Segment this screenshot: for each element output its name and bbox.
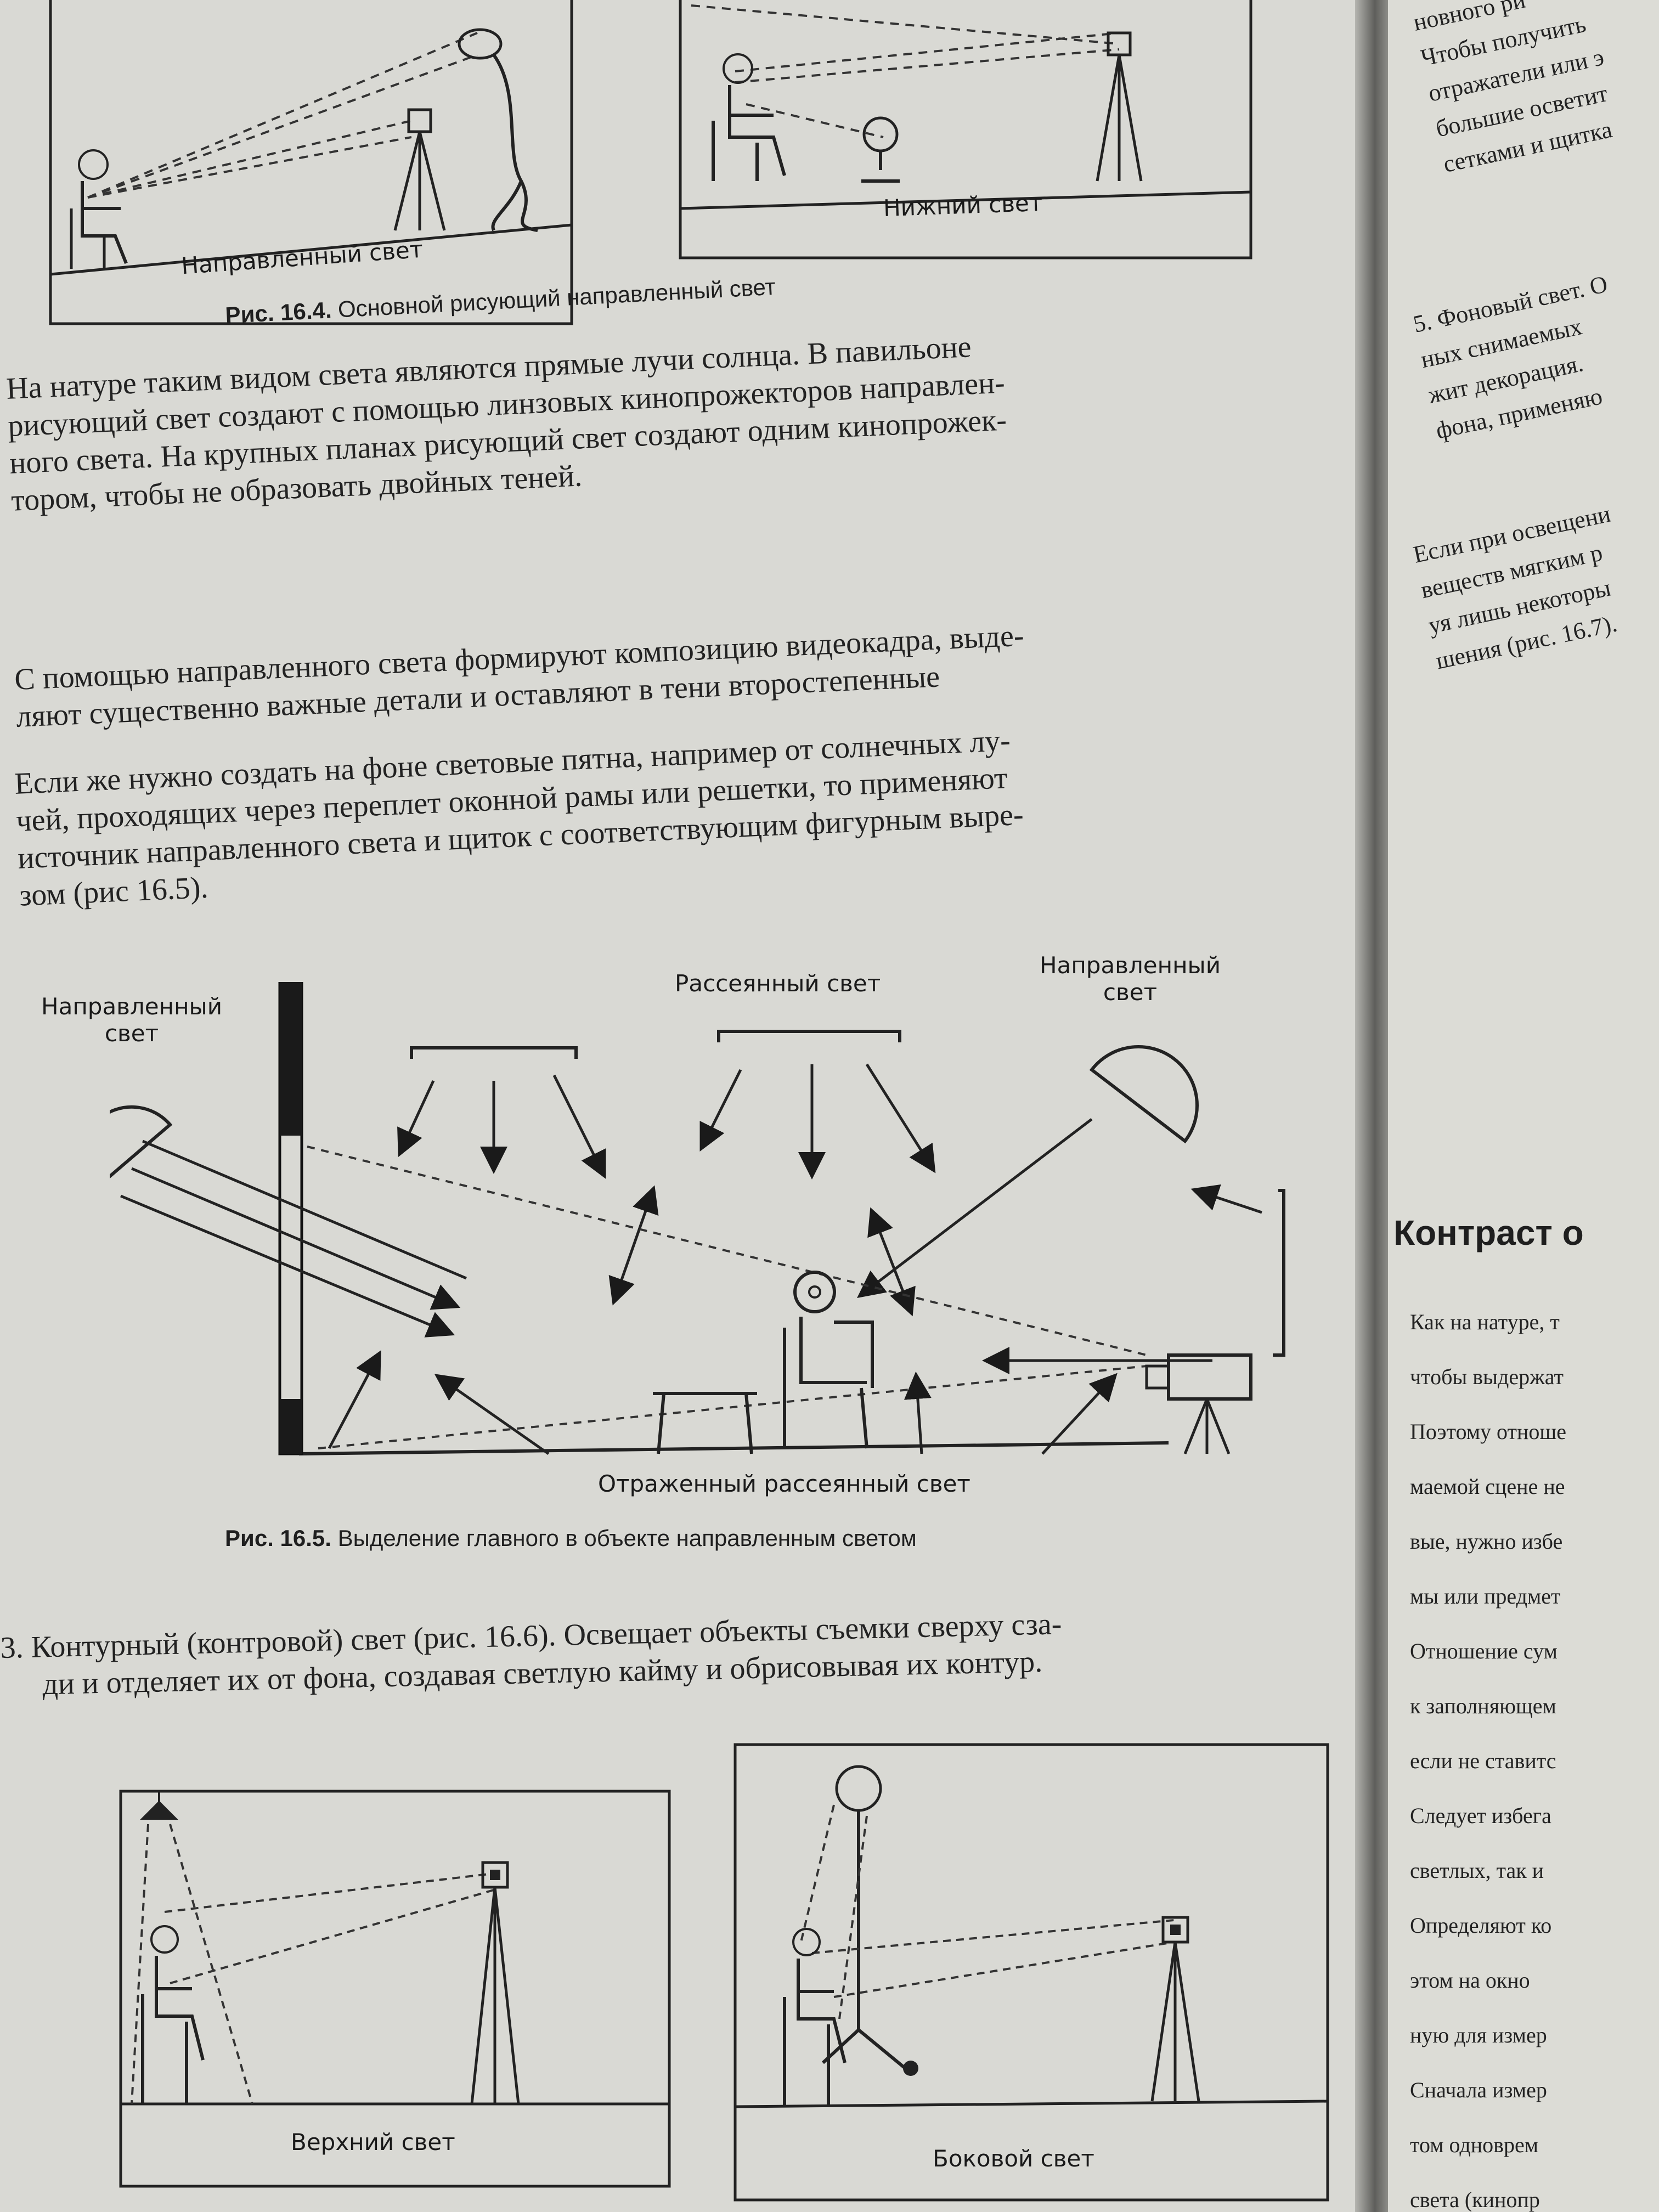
figure-16-4-left-drawing xyxy=(49,0,573,325)
list-item-3-number: 3. xyxy=(0,1630,24,1665)
figure-16-5-caption-number: Рис. 16.5. xyxy=(225,1525,331,1551)
figure-16-4-caption-number: Рис. 16.4. xyxy=(224,297,332,329)
figure-16-5-drawing xyxy=(110,982,1285,1455)
right-page-bottom-text: Как на натуре, т чтобы выдержат Поэтому … xyxy=(1410,1295,1566,2212)
label-line: свет xyxy=(1103,979,1158,1006)
figure-16-5-label-reflected: Отраженный рассеянный свет xyxy=(598,1470,970,1497)
label-line: Направленный xyxy=(1040,952,1221,979)
right-page-line: к заполняющем xyxy=(1410,1694,1556,1718)
right-page-line: мы или предмет xyxy=(1410,1584,1561,1609)
book-gutter xyxy=(1355,0,1388,2212)
paragraph-light-spots: Если же нужно создать на фоне световые п… xyxy=(14,721,1026,915)
right-page-item-5: 5. Фоновый свет. О ных снимаемых жит дек… xyxy=(1410,266,1633,449)
label-line: Направленный xyxy=(41,993,222,1020)
right-page: новного ри Чтобы получить отражатели или… xyxy=(1388,0,1659,2212)
right-page-line: маемой сцене не xyxy=(1410,1474,1565,1499)
figure-16-6-left-label: Верхний свет xyxy=(291,2129,455,2155)
right-page-line: Как на натуре, т xyxy=(1410,1310,1560,1334)
right-page-line: вые, нужно избе xyxy=(1410,1529,1563,1554)
figure-16-6-right-label: Боковой свет xyxy=(933,2145,1094,2172)
right-page-line: Поэтому отноше xyxy=(1410,1419,1566,1444)
right-page-line: Сначала измер xyxy=(1410,2078,1547,2102)
label-line: свет xyxy=(104,1020,159,1047)
right-page-line: светлых, так и xyxy=(1410,1858,1544,1883)
figure-16-5 xyxy=(110,982,1317,1503)
figure-16-4-right-label: Нижний свет xyxy=(883,189,1043,222)
figure-16-6-left-drawing xyxy=(119,1790,671,2188)
figure-16-6-right-drawing xyxy=(733,1743,1329,2202)
right-page-line: чтобы выдержат xyxy=(1410,1364,1564,1389)
figure-16-4-left-panel: Направленный свет xyxy=(27,0,576,335)
figure-16-5-label-directed-left: Направленный свет xyxy=(38,993,225,1047)
figure-16-5-label-diffuse: Рассеянный свет xyxy=(675,970,881,997)
right-page-line: света (кинопр xyxy=(1410,2187,1540,2212)
figure-16-5-caption-text: Выделение главного в объекте направленны… xyxy=(331,1525,917,1551)
right-page-top-text: новного ри Чтобы получить отражатели или… xyxy=(1410,0,1622,183)
right-page-heading: Контраст о xyxy=(1393,1213,1584,1252)
figure-16-6-left-panel: Верхний свет xyxy=(110,1786,686,2192)
right-page-line: том одноврем xyxy=(1410,2132,1539,2157)
figure-16-5-label-directed-right: Направленный свет xyxy=(1020,952,1240,1006)
paragraph-composition: С помощью направленного света формируют … xyxy=(14,617,1026,736)
paragraph-directed-light: На натуре таким видом света являются пря… xyxy=(5,327,1009,520)
right-page-line: этом на окно xyxy=(1410,1968,1530,1993)
figure-16-4-right-panel: Нижний свет xyxy=(664,0,1267,263)
figure-16-5-caption: Рис. 16.5. Выделение главного в объекте … xyxy=(225,1525,917,1551)
right-page-line: Определяют ко xyxy=(1410,1913,1552,1938)
figure-16-4-right-drawing xyxy=(679,0,1252,259)
list-item-3: 3. Контурный (контровой) свет (рис. 16.6… xyxy=(0,1605,1063,1704)
right-page-item-5-continued: Если при освещени веществ мягким р уя ли… xyxy=(1410,496,1637,679)
right-page-line: ную для измер xyxy=(1410,2023,1547,2047)
right-page-line: Следует избега xyxy=(1410,1803,1551,1828)
right-page-line: если не ставитс xyxy=(1410,1748,1556,1773)
right-page-line: Отношение сум xyxy=(1410,1639,1558,1663)
left-page: Направленный свет Нижний свет Рис. 16.4.… xyxy=(0,0,1366,2212)
figure-16-6-right-panel: Боковой свет xyxy=(724,1723,1339,2205)
